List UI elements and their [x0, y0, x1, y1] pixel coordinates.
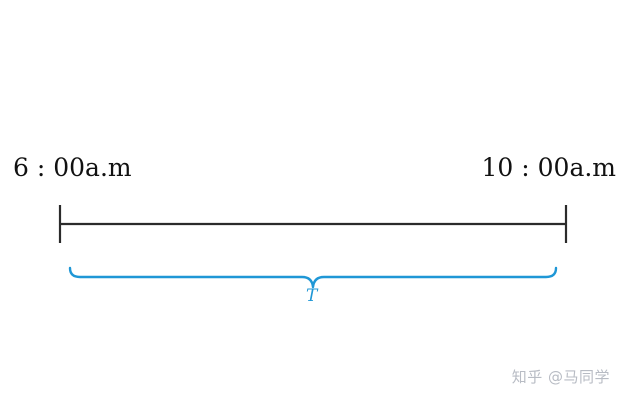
end-time-label: 10 : 00a.m — [481, 153, 617, 182]
interval-brace — [68, 266, 558, 289]
start-time-label: 6 : 00a.m — [13, 153, 132, 182]
watermark: 知乎 @马同学 — [511, 368, 610, 386]
interval-label: T — [306, 286, 318, 306]
